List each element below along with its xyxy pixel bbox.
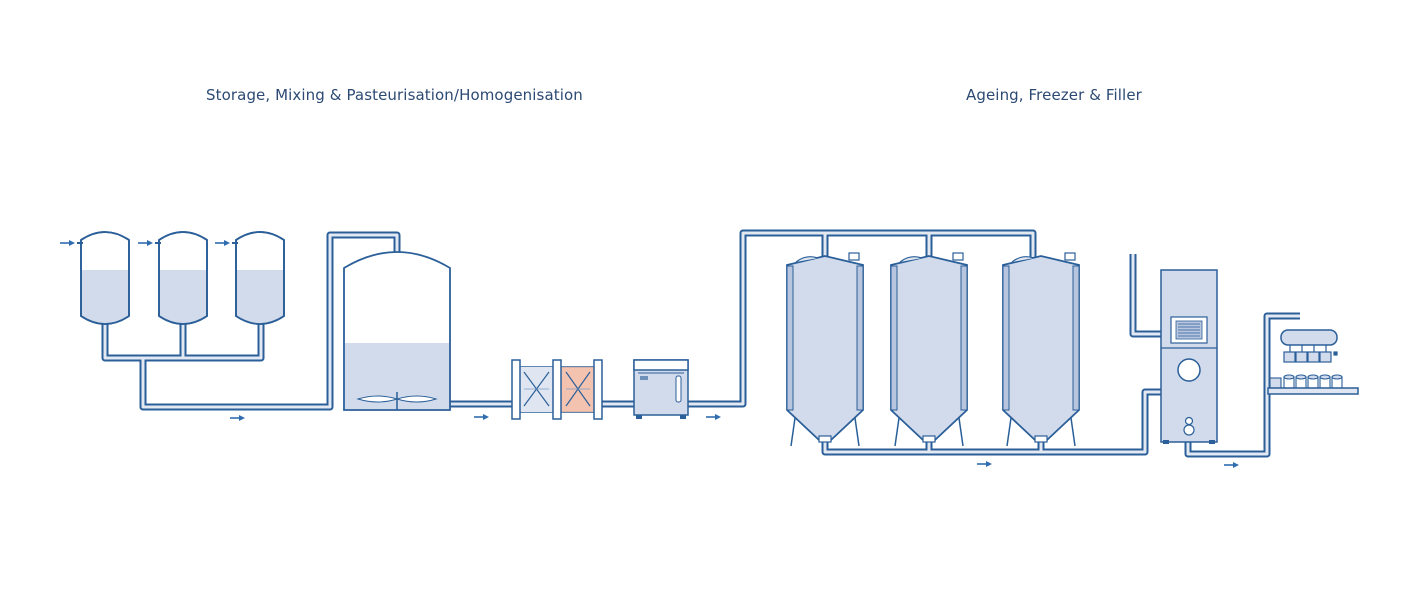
- mixing-tank: [343, 251, 451, 411]
- continuous-freezer: [1160, 269, 1218, 444]
- storage-tank-2: [155, 231, 208, 325]
- inlet-arrow: [59, 239, 76, 247]
- flow-arrow: [705, 413, 722, 421]
- section-label-ageing-freezer-filler: Ageing, Freezer & Filler: [966, 86, 1142, 104]
- inlet-arrow: [214, 239, 231, 247]
- homogeniser: [633, 359, 689, 419]
- agitator-icon: [356, 392, 438, 410]
- filling-machine: [1267, 329, 1359, 395]
- ageing-tank-3: [1002, 252, 1080, 447]
- plate-heat-exchanger: [511, 359, 603, 420]
- control-panel-icon: [1170, 316, 1208, 344]
- storage-tank-1: [77, 231, 130, 325]
- ageing-tank-1: [786, 252, 864, 447]
- flow-arrow: [1223, 461, 1240, 469]
- flow-arrow: [229, 414, 246, 422]
- conveyor-belt: [1267, 387, 1359, 395]
- ice-cream-cups: [1269, 374, 1343, 389]
- flow-arrow: [976, 460, 993, 468]
- section-label-storage-mixing: Storage, Mixing & Pasteurisation/Homogen…: [206, 86, 583, 104]
- inlet-arrow: [137, 239, 154, 247]
- storage-tank-3: [232, 231, 285, 325]
- ageing-tank-2: [890, 252, 968, 447]
- flow-arrow: [473, 413, 490, 421]
